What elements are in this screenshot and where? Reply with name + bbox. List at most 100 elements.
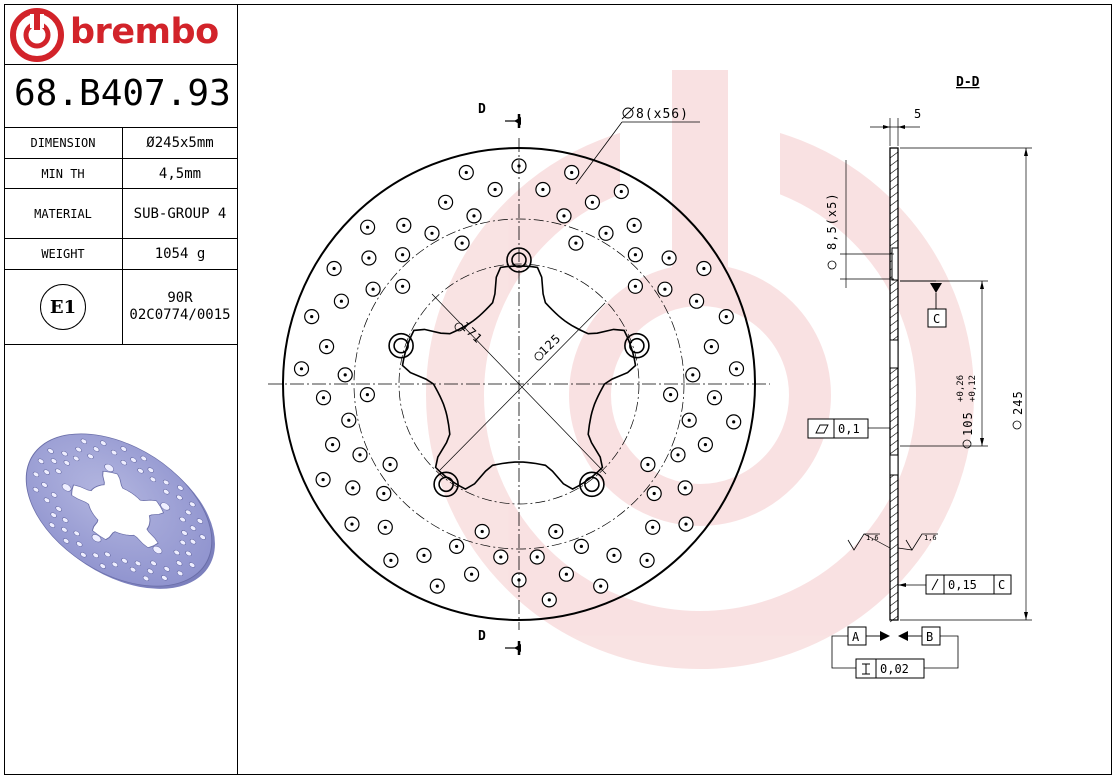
preview-hole [179,516,186,523]
hole-center [383,525,387,529]
cert-code: 02C0774/0015 [129,307,231,323]
hatch-line [889,543,899,551]
preview-hole [162,479,170,486]
hole-center [547,598,551,602]
hole-center [703,443,708,447]
hole-center [645,558,649,563]
hole-center [325,345,329,349]
preview-hole [62,517,69,523]
hole-center [709,345,714,349]
preview-mount-hole [91,534,102,543]
section-title: D-D [956,75,980,90]
hole-center [574,241,578,245]
hatch-line [889,447,899,455]
hole-center [332,266,336,271]
flatness-value: 0,1 [838,422,860,436]
spec-row-min-thickness: MIN TH 4,5mm [4,159,238,189]
e1-mark: E1 [40,284,86,330]
preview-hole [104,551,111,558]
hole-center [321,478,325,482]
spec-row-material: MATERIAL SUB-GROUP 4 [4,189,238,239]
center-tol-upper: +0,26 [956,375,966,402]
hole-center [691,373,695,377]
runout-datum: C [998,578,1005,592]
hole-center [612,553,616,558]
hatch-line [889,167,899,175]
preview-hole [75,446,82,453]
hatch-line [889,175,899,183]
preview-hole [177,485,184,491]
preview-hole [176,570,184,576]
hole-center [343,373,347,377]
preview-hole [199,534,206,540]
hatch-line [889,215,899,223]
hatch-line [889,495,899,503]
preview-hole [161,575,168,581]
spec-row-dimension: DIMENSION Ø245x5mm [4,128,238,159]
hatch-line [889,303,899,311]
roughness-right: 1,6 [924,534,937,542]
preview-hole [120,446,127,452]
hatch-line [889,511,899,519]
spec-row-weight: WEIGHT 1054 g [4,239,238,270]
hatch-line [889,575,899,583]
cert-mark-cell: E1 [4,270,123,344]
hole-center [435,584,439,588]
hole-center [455,544,459,549]
preview-hole [87,453,94,459]
hole-center [694,299,699,303]
hole-center [562,214,566,218]
hole-center [554,529,558,534]
spec-label: MIN TH [4,159,123,188]
hatch-line [889,439,899,447]
hatch-line [889,391,899,399]
hole-center [321,396,326,400]
hole-callout-text: 8(x56) [636,107,689,122]
preview-hole [179,539,186,546]
preview-mount-hole [152,545,163,554]
parallelism-value: 0,02 [880,662,909,676]
hole-center [687,418,691,422]
preview-hole [129,566,137,573]
spec-value: Ø245x5mm [146,135,214,151]
dia-125-label: 125 [536,331,563,358]
preview-hole [76,541,83,547]
hole-center [388,462,392,467]
hatch-line [889,431,899,439]
hatch-line [889,207,899,215]
hole-center [366,225,370,229]
hatch-line [889,279,899,287]
hole-center [732,420,736,424]
brand-name: brembo [70,12,219,52]
preview-hole [92,446,100,452]
hatch-line [889,591,899,599]
spec-value: SUB-GROUP 4 [133,205,227,222]
hatch-line [889,231,899,239]
preview-hole [149,476,157,482]
preview-hole [185,550,192,557]
hatch-line [889,567,899,575]
hole-center [464,170,468,175]
hole-center [347,418,351,422]
brand-logo: brembo [8,6,234,64]
hole-center [724,315,728,319]
mounting-hole [393,337,409,354]
preview-hole [181,530,188,536]
hatch-line [889,367,899,375]
hole-center [632,223,636,227]
hole-center [668,393,673,397]
preview-hole [47,448,54,454]
mounting-hole [624,332,650,359]
spec-value: 4,5mm [158,165,202,182]
preview-hole [61,450,68,457]
mount-hole-label: 8,5(x5) [825,192,839,250]
spec-label: MATERIAL [4,189,123,238]
hole-center [444,200,448,204]
hatch-line [889,519,899,527]
hole-center [401,253,405,257]
preview-hole [32,487,40,493]
preview-hole [55,468,62,474]
hole-center [535,555,539,559]
preview-hole [48,522,56,528]
